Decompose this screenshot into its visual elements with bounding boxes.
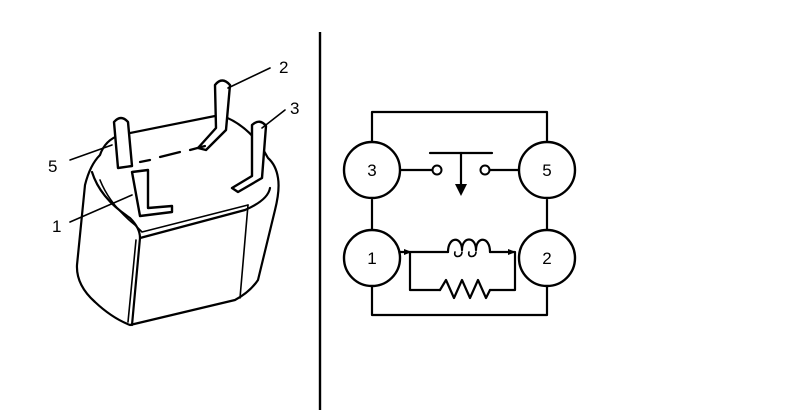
callout-pin-2: 2 <box>279 58 288 77</box>
relay-top-rim <box>90 170 272 240</box>
callout-pin-5: 5 <box>48 157 57 176</box>
relay-pin-3 <box>230 120 268 194</box>
relay-slot-dash-2 <box>158 150 182 159</box>
terminal-label-3: 3 <box>367 161 376 180</box>
coil-branch-wire <box>396 250 517 292</box>
coil-wire-arrow <box>404 249 412 255</box>
relay-pin-5 <box>112 116 134 170</box>
callout-pin-1: 1 <box>52 217 61 236</box>
leader-pin-1 <box>69 194 133 223</box>
terminal-5 <box>517 140 577 200</box>
coil-wire-arrow-right <box>508 249 516 255</box>
coil-loops <box>453 251 477 258</box>
relay-pin-1 <box>130 168 174 218</box>
terminal-1 <box>342 228 402 288</box>
switch-actuator-arrow <box>455 184 467 196</box>
relay-right-edge <box>239 204 249 299</box>
relay-pin-2 <box>196 79 232 152</box>
switch-contact-right <box>479 164 491 176</box>
switch-contact-left <box>431 164 443 176</box>
relay-front-edge <box>130 236 142 327</box>
callout-pin-3: 3 <box>290 99 299 118</box>
coil <box>446 238 492 254</box>
relay-slot-dash-1 <box>138 158 152 164</box>
schematic-outer-wire <box>370 110 549 317</box>
terminal-3 <box>342 140 402 200</box>
terminal-label-5: 5 <box>542 161 551 180</box>
terminal-label-2: 2 <box>542 249 551 268</box>
leader-pin-3 <box>261 109 286 129</box>
relay-schematic: 3 5 1 2 <box>342 110 577 317</box>
leader-pin-2 <box>227 67 271 89</box>
relay-body <box>75 113 280 327</box>
relay-front-edge-shade <box>127 239 137 323</box>
leader-pin-5 <box>69 144 113 161</box>
relay-body-drawing: 2 3 5 1 <box>48 58 299 327</box>
resistor <box>438 278 492 300</box>
relay-rim-inner <box>99 179 249 233</box>
terminal-2 <box>517 228 577 288</box>
relay-slot-dash-3 <box>188 144 207 152</box>
terminal-label-1: 1 <box>367 249 376 268</box>
